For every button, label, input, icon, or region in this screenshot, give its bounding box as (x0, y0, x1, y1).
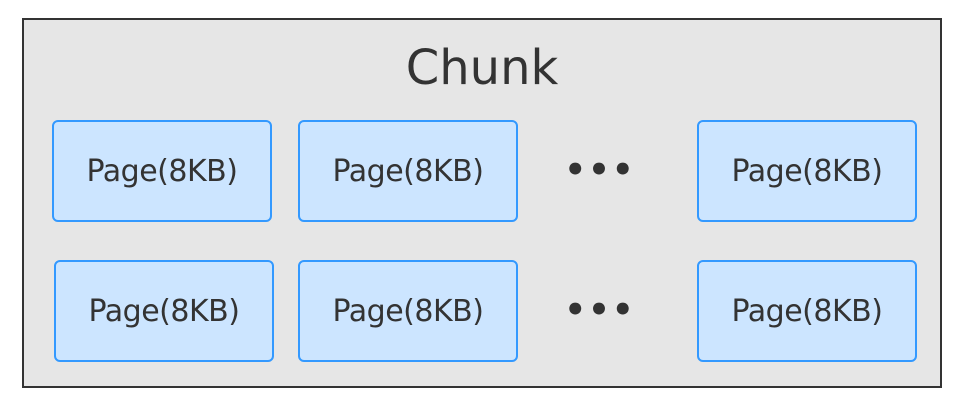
page-box: Page(8KB) (697, 260, 917, 362)
page-box: Page(8KB) (298, 260, 518, 362)
page-box: Page(8KB) (52, 120, 272, 222)
page-box: Page(8KB) (54, 260, 274, 362)
ellipsis: ••• (564, 150, 636, 190)
page-box: Page(8KB) (697, 120, 917, 222)
ellipsis: ••• (564, 290, 636, 330)
chunk-container: Chunk Page(8KB) Page(8KB) ••• Page(8KB) … (22, 18, 942, 388)
page-box: Page(8KB) (298, 120, 518, 222)
chunk-title: Chunk (405, 40, 559, 96)
